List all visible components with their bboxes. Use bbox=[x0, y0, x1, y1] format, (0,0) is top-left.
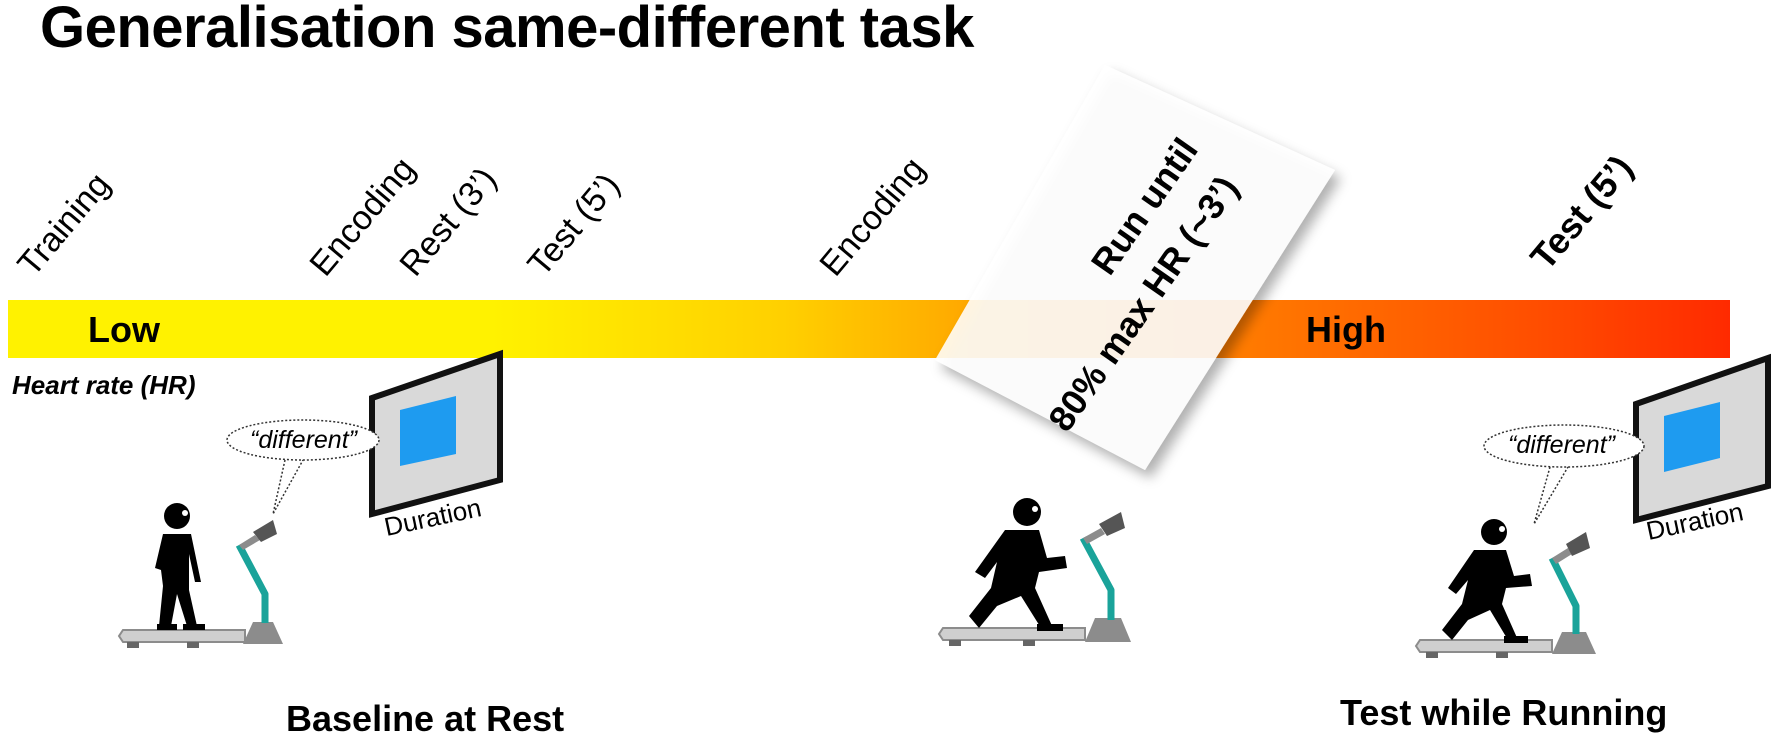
hr-low-label: Low bbox=[88, 309, 160, 350]
stimulus-screen-2 bbox=[1633, 353, 1771, 524]
speech-text-1: “different” bbox=[250, 426, 357, 454]
hr-high-label: High bbox=[1306, 309, 1386, 350]
heart-rate-axis-label: Heart rate (HR) bbox=[12, 370, 196, 400]
treadmill-running-person-icon-2 bbox=[1414, 519, 1596, 658]
heart-rate-gradient-bar bbox=[8, 300, 1730, 358]
treadmill-standing-person-icon bbox=[117, 503, 283, 648]
figure-title: Generalisation same-different task bbox=[40, 0, 974, 60]
speech-bubble-1 bbox=[226, 419, 380, 515]
treadmill-running-person-icon bbox=[937, 498, 1131, 646]
speech-text-2: “different” bbox=[1508, 431, 1615, 459]
blue-stimulus-icon bbox=[400, 396, 456, 466]
blue-stimulus-icon bbox=[1664, 402, 1720, 472]
scene-caption-baseline: Baseline at Rest bbox=[286, 698, 565, 739]
scene-caption-test-running: Test while Running bbox=[1340, 692, 1668, 733]
stimulus-screen-1 bbox=[369, 349, 503, 518]
speech-bubble-2 bbox=[1483, 424, 1645, 525]
